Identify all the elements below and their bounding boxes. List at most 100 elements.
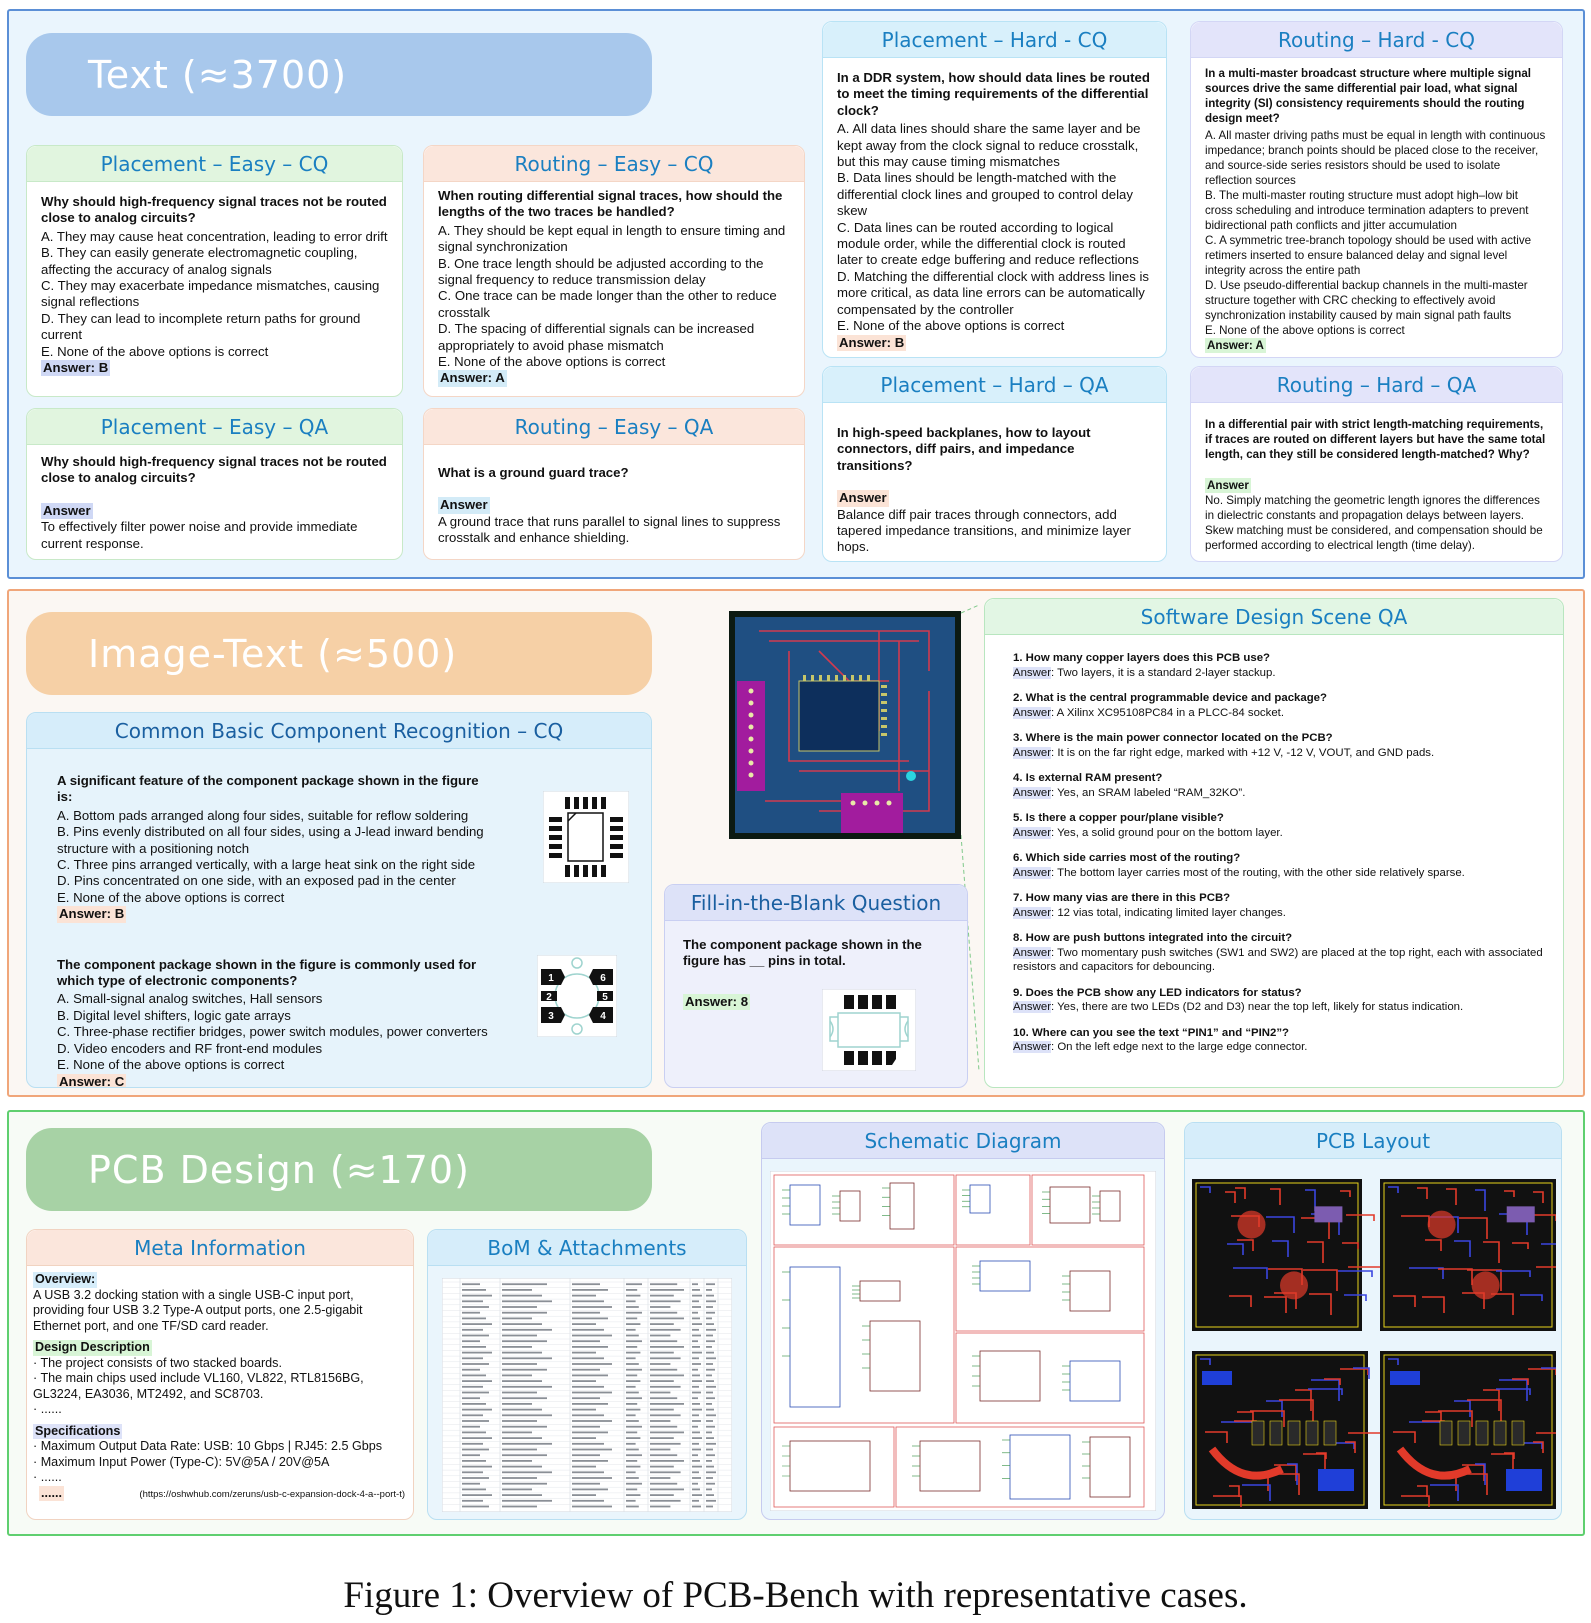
answer-label: Answer bbox=[41, 502, 93, 520]
figure-caption: Figure 1: Overview of PCB-Bench with rep… bbox=[343, 1575, 1248, 1616]
option-b: B. They can easily generate electromagne… bbox=[41, 245, 358, 277]
spec-item: · Maximum Input Power (Type-C): 5V@5A / … bbox=[33, 1454, 330, 1469]
card-header: Routing – Easy – QA bbox=[424, 409, 804, 445]
qa-answer: : Two layers, it is a standard 2-layer s… bbox=[1050, 666, 1276, 679]
option-d: D. Use pseudo-differential backup channe… bbox=[1205, 279, 1528, 322]
option-d: D. The spacing of differential signals c… bbox=[438, 321, 755, 353]
pin-label-3: 3 bbox=[548, 1011, 554, 1022]
answer-text: No. Simply matching the geometric length… bbox=[1205, 494, 1543, 552]
overview-label: Overview: bbox=[33, 1272, 98, 1288]
qa-answer-label: Answer bbox=[1013, 666, 1051, 679]
question-text: In a multi-master broadcast structure wh… bbox=[1205, 67, 1531, 125]
pcb-layout-card: PCB Layout bbox=[1184, 1122, 1562, 1520]
question-text: The component package shown in the figur… bbox=[683, 937, 922, 969]
answer-label: Answer bbox=[438, 497, 490, 514]
option-e: E. None of the above options is correct bbox=[57, 889, 285, 905]
qa-question: 9. Does the PCB show any LED indicators … bbox=[1013, 986, 1302, 999]
design-description-label: Design Description bbox=[33, 1340, 152, 1356]
qa-question: 8. How are push buttons integrated into … bbox=[1013, 932, 1293, 944]
option-c: C. One trace can be made longer than the… bbox=[438, 288, 777, 320]
card-header: Software Design Scene QA bbox=[985, 599, 1563, 635]
question-text: When routing differential signal traces,… bbox=[438, 188, 783, 220]
option-c: C. Three pins arranged vertically, with … bbox=[57, 857, 476, 873]
card-header: Placement – Hard – QA bbox=[823, 367, 1166, 403]
placement-hard-cq-card: Placement – Hard - CQ In a DDR system, h… bbox=[822, 21, 1167, 358]
question-text: What is a ground guard trace? bbox=[438, 465, 629, 480]
card-header: Placement – Hard - CQ bbox=[823, 22, 1166, 58]
qa-answer-label: Answer bbox=[1013, 1041, 1051, 1053]
qa-answer: : Yes, a solid ground pour on the bottom… bbox=[1050, 826, 1283, 839]
design-item: · ...... bbox=[33, 1402, 62, 1416]
routing-hard-cq-card: Routing – Hard - CQ In a multi-master br… bbox=[1190, 21, 1563, 358]
meta-information-card: Meta Information Overview: A USB 3.2 doc… bbox=[26, 1229, 414, 1520]
option-d: D. Matching the differential clock with … bbox=[837, 268, 1150, 317]
pcb-render-image bbox=[729, 611, 961, 839]
qa-answer-label: Answer bbox=[1013, 826, 1051, 839]
overview-text: A USB 3.2 docking station with a single … bbox=[33, 1287, 363, 1333]
zoom-connector-lines bbox=[961, 605, 980, 1072]
option-a: A. All master driving paths must be equa… bbox=[1205, 129, 1546, 187]
option-e: E. None of the above options is correct bbox=[1205, 324, 1405, 337]
ellipsis: ...... bbox=[39, 1485, 64, 1501]
option-c: C. Three-phase rectifier bridges, power … bbox=[57, 1024, 488, 1040]
qa-question: 1. How many copper layers does this PCB … bbox=[1013, 652, 1271, 664]
routing-easy-qa-card: Routing – Easy – QA What is a ground gua… bbox=[423, 408, 805, 560]
qa-question: 4. Is external RAM present? bbox=[1013, 772, 1163, 784]
qa-answer-label: Answer bbox=[1013, 1001, 1051, 1013]
qa-answer-label: Answer bbox=[1013, 706, 1051, 719]
qa-answer: : On the left edge next to the large edg… bbox=[1050, 1041, 1308, 1053]
design-item: · The main chips used include VL160, VL8… bbox=[33, 1371, 364, 1401]
question-text: In high-speed backplanes, how to layout … bbox=[837, 425, 1091, 473]
answer-badge: Answer: B bbox=[41, 360, 111, 377]
answer-text: A ground trace that runs parallel to sig… bbox=[438, 513, 781, 546]
card-header: PCB Layout bbox=[1185, 1123, 1561, 1159]
answer-badge: Answer: 8 bbox=[683, 993, 751, 1011]
placement-easy-qa-card: Placement – Easy – QA Why should high-fr… bbox=[26, 408, 403, 560]
routing-hard-qa-card: Routing – Hard – QA In a differential pa… bbox=[1190, 366, 1563, 562]
spec-item: · ...... bbox=[33, 1470, 62, 1484]
question-text: In a differential pair with strict lengt… bbox=[1205, 418, 1546, 461]
option-c: C. They may exacerbate impedance mismatc… bbox=[41, 278, 380, 310]
question-text: A significant feature of the component p… bbox=[57, 773, 479, 805]
option-d: D. Video encoders and RF front-end modul… bbox=[57, 1040, 323, 1056]
placement-hard-qa-card: Placement – Hard – QA In high-speed back… bbox=[822, 366, 1167, 562]
specifications-label: Specifications bbox=[33, 1423, 123, 1439]
answer-text: Balance diff pair traces through connect… bbox=[837, 506, 1131, 555]
schematic-image bbox=[770, 1171, 1156, 1511]
option-b: B. Pins evenly distributed on all four s… bbox=[57, 824, 484, 856]
qa-answer-label: Answer bbox=[1013, 866, 1051, 879]
qa-answer: : A Xilinx XC95108PC84 in a PLCC-84 sock… bbox=[1050, 706, 1284, 719]
qa-question: 5. Is there a copper pour/plane visible? bbox=[1013, 812, 1224, 824]
card-header: BoM & Attachments bbox=[428, 1230, 746, 1266]
bom-spreadsheet-image bbox=[442, 1278, 732, 1512]
qa-answer-label: Answer bbox=[1013, 946, 1051, 959]
option-b: B. The multi-master routing structure mu… bbox=[1205, 189, 1529, 232]
card-header: Routing – Hard - CQ bbox=[1191, 22, 1562, 58]
pin-label-5: 5 bbox=[602, 992, 608, 1003]
component-recognition-cq-card: Common Basic Component Recognition – CQ … bbox=[26, 712, 652, 1088]
text-section-title: Text (≈3700) bbox=[26, 33, 652, 116]
option-e: E. None of the above options is correct bbox=[57, 1057, 285, 1073]
pin-label-2: 2 bbox=[546, 992, 552, 1003]
qa-question: 2. What is the central programmable devi… bbox=[1013, 692, 1327, 704]
option-a: A. Small-signal analog switches, Hall se… bbox=[57, 991, 323, 1007]
routing-easy-cq-card: Routing – Easy – CQ When routing differe… bbox=[423, 145, 805, 397]
pin-label-4: 4 bbox=[600, 1011, 606, 1022]
spec-item: · Maximum Output Data Rate: USB: 10 Gbps… bbox=[33, 1439, 383, 1453]
qa-answer: : 12 vias total, indicating limited laye… bbox=[1050, 906, 1286, 919]
answer-text: To effectively filter power noise and pr… bbox=[41, 519, 358, 551]
six-pin-package-figure: 1 2 3 6 5 4 bbox=[537, 955, 617, 1037]
qa-question: 3. Where is the main power connector loc… bbox=[1013, 732, 1333, 744]
answer-badge: Answer: A bbox=[1205, 338, 1266, 353]
pcb-layout-images bbox=[1192, 1179, 1556, 1509]
option-a: A. All data lines should share the same … bbox=[837, 121, 1141, 170]
option-e: E. None of the above options is correct bbox=[837, 318, 1065, 334]
eight-pin-package-figure bbox=[822, 989, 916, 1071]
qa-answer: : Two momentary push switches (SW1 and S… bbox=[1013, 946, 1543, 974]
qa-answer: : Yes, there are two LEDs (D2 and D3) ne… bbox=[1050, 1001, 1464, 1013]
option-e: E. None of the above options is correct bbox=[438, 354, 666, 370]
answer-badge: Answer: C bbox=[57, 1073, 127, 1088]
card-header: Placement – Easy – QA bbox=[27, 409, 402, 445]
card-header: Fill-in-the-Blank Question bbox=[665, 885, 967, 921]
pin-label-1: 1 bbox=[548, 973, 554, 984]
